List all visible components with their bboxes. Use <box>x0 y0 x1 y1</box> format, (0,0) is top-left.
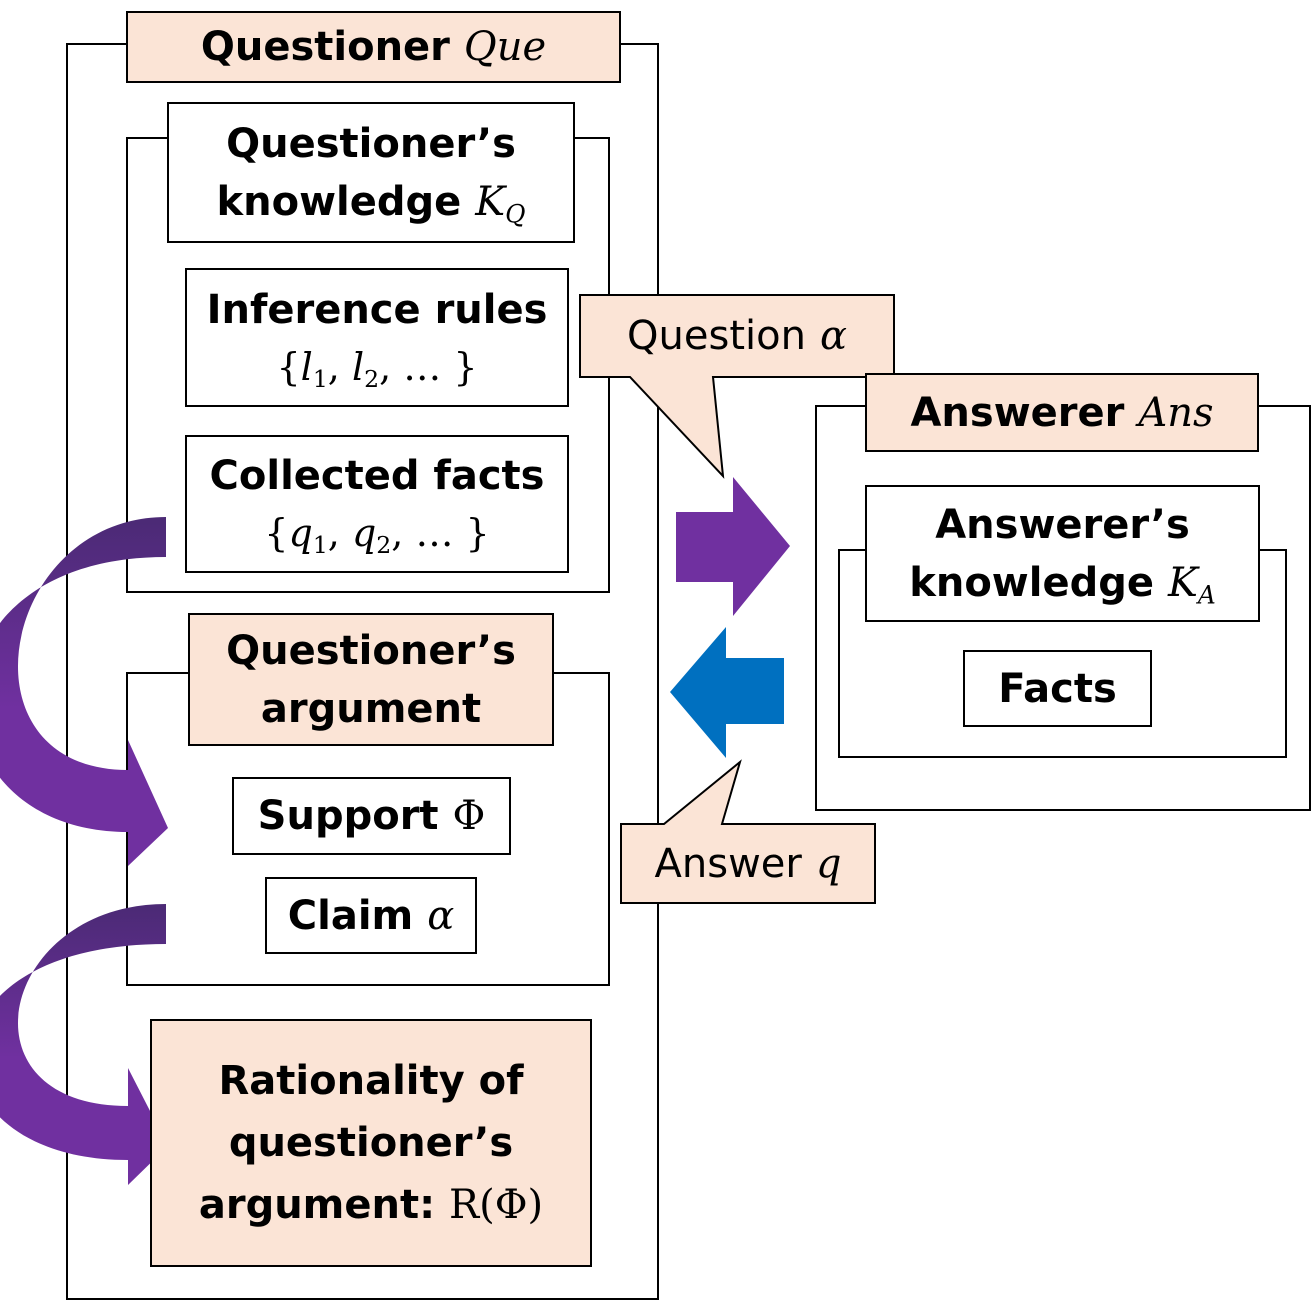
answerer-knowledge-title-line1: Answerer’s <box>935 501 1190 548</box>
claim-box: Claim α <box>265 877 477 954</box>
answerer-knowledge-title-word: knowledge <box>909 559 1154 606</box>
questioner-argument-header: Questioner’s argument <box>188 613 554 746</box>
ka-subscript: A <box>1197 579 1216 609</box>
collected-facts-open: { <box>264 511 289 555</box>
question-symbol: α <box>819 313 847 359</box>
support-box: Support Φ <box>232 777 511 855</box>
rationality-line2: questioner’s <box>228 1120 514 1166</box>
questioner-title: Questioner Que <box>126 11 621 83</box>
claim-symbol: α <box>427 892 455 939</box>
answer-symbol: q <box>815 841 842 887</box>
collected-fact-2-sub: 2 <box>376 531 392 560</box>
rationality-box: Rationality of questioner’s argument: R(… <box>150 1019 592 1267</box>
questioner-knowledge-header: Questioner’s knowledge KQ <box>167 102 575 243</box>
facts-box: Facts <box>963 650 1152 727</box>
answer-callout-text: Answer q <box>623 826 873 902</box>
ka-letter: K <box>1167 559 1198 606</box>
question-arrow <box>676 477 790 616</box>
rationality-line3-text: argument: <box>198 1182 436 1228</box>
inference-rules-label: Inference rules <box>206 286 548 333</box>
question-callout-shape <box>579 294 895 479</box>
claim-to-rationality-arrow <box>0 904 168 1185</box>
questioner-symbol: Que <box>463 24 547 70</box>
collected-fact-1-sub: 1 <box>312 531 328 560</box>
inference-rules-rest: , … } <box>379 344 478 389</box>
questioner-argument-title-line2: argument <box>260 685 482 732</box>
collected-facts-rest: , … } <box>391 511 490 555</box>
claim-label: Claim <box>287 892 414 939</box>
questioner-title-label: Questioner <box>200 24 450 70</box>
support-symbol: Φ <box>452 793 486 839</box>
inference-rule-2: l <box>351 344 365 389</box>
facts-label: Facts <box>998 665 1117 712</box>
facts-to-support-arrow <box>0 517 168 866</box>
answer-arrow <box>670 627 784 758</box>
rationality-line1: Rationality of <box>218 1058 524 1104</box>
questioner-knowledge-title-line2: knowledge KQ <box>217 173 526 231</box>
kq-letter: K <box>475 178 506 225</box>
answerer-knowledge-title-line2: knowledge KA <box>909 554 1216 612</box>
support-label: Support <box>257 793 439 839</box>
answer-label: Answer <box>654 841 802 887</box>
answerer-symbol: Ans <box>1138 389 1214 436</box>
questioner-knowledge-symbol: KQ <box>475 178 526 228</box>
inference-rules-box: Inference rules {l1, l2, … } <box>185 268 569 407</box>
inference-rule-1-sub: 1 <box>312 364 328 393</box>
answerer-knowledge-header: Answerer’s knowledge KA <box>865 485 1260 622</box>
rationality-symbol: R(Φ) <box>449 1182 544 1228</box>
collected-fact-2: q <box>351 511 377 555</box>
collected-facts-label: Collected facts <box>209 453 545 499</box>
inference-rule-2-sub: 2 <box>364 364 380 393</box>
answerer-title-label: Answerer <box>910 389 1125 436</box>
rationality-line3: argument: R(Φ) <box>199 1174 543 1236</box>
collected-facts-set: {q1, q2, … } <box>264 511 490 560</box>
inference-rules-open: { <box>276 344 301 389</box>
questioner-argument-title-line1: Questioner’s <box>226 627 516 674</box>
question-label: Question <box>627 313 806 359</box>
collected-facts-box: Collected facts {q1, q2, … } <box>185 435 569 573</box>
answerer-title: Answerer Ans <box>865 373 1259 452</box>
kq-subscript: Q <box>505 198 526 228</box>
question-callout-text: Question α <box>582 297 892 375</box>
questioner-knowledge-title-line1: Questioner’s <box>226 120 516 167</box>
inference-rule-1: l <box>300 344 313 389</box>
collected-fact-1: q <box>288 511 313 555</box>
questioner-knowledge-title-word: knowledge <box>216 178 462 225</box>
inference-rules-set: {l1, l2, … } <box>276 344 478 393</box>
answer-callout-shape <box>620 759 876 904</box>
answerer-knowledge-symbol: KA <box>1167 559 1216 609</box>
